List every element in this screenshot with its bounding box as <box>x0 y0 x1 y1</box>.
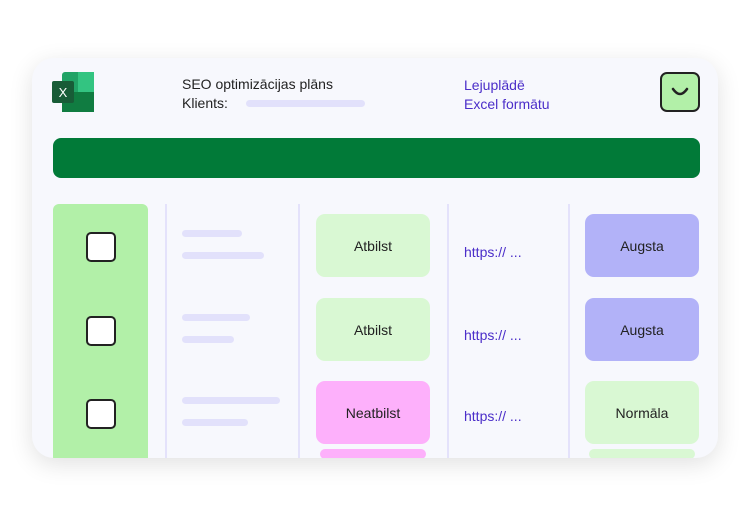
status-badge-partial <box>320 449 426 458</box>
download-excel-link[interactable]: Lejuplādē Excel formātu <box>464 76 550 114</box>
status-badge: Neatbilst <box>316 381 430 444</box>
divider <box>447 204 449 458</box>
url-link[interactable]: https:// ... <box>464 327 522 343</box>
status-badge: Atbilst <box>316 298 430 361</box>
svg-text:X: X <box>59 85 68 100</box>
smile-icon[interactable] <box>660 72 700 112</box>
divider <box>165 204 167 458</box>
divider <box>298 204 300 458</box>
seo-plan-card: X SEO optimizācijas plāns Klients: Lejup… <box>32 58 718 458</box>
text-placeholder <box>182 336 234 343</box>
row-checkbox[interactable] <box>86 232 116 262</box>
row-checkbox[interactable] <box>86 399 116 429</box>
priority-badge: Normāla <box>585 381 699 444</box>
status-badge: Atbilst <box>316 214 430 277</box>
divider <box>568 204 570 458</box>
client-label: Klients: <box>182 95 228 111</box>
text-placeholder <box>182 397 280 404</box>
url-link[interactable]: https:// ... <box>464 244 522 260</box>
url-link[interactable]: https:// ... <box>464 408 522 424</box>
client-placeholder <box>246 100 365 107</box>
text-placeholder <box>182 419 248 426</box>
download-line1: Lejuplādē <box>464 77 525 93</box>
text-placeholder <box>182 314 250 321</box>
priority-badge: Augsta <box>585 298 699 361</box>
row-checkbox[interactable] <box>86 316 116 346</box>
download-line2: Excel formātu <box>464 96 550 112</box>
text-placeholder <box>182 252 264 259</box>
priority-badge-partial <box>589 449 695 458</box>
text-placeholder <box>182 230 242 237</box>
header-bar <box>53 138 700 178</box>
page-title: SEO optimizācijas plāns <box>182 76 333 92</box>
priority-badge: Augsta <box>585 214 699 277</box>
excel-icon: X <box>52 72 94 112</box>
